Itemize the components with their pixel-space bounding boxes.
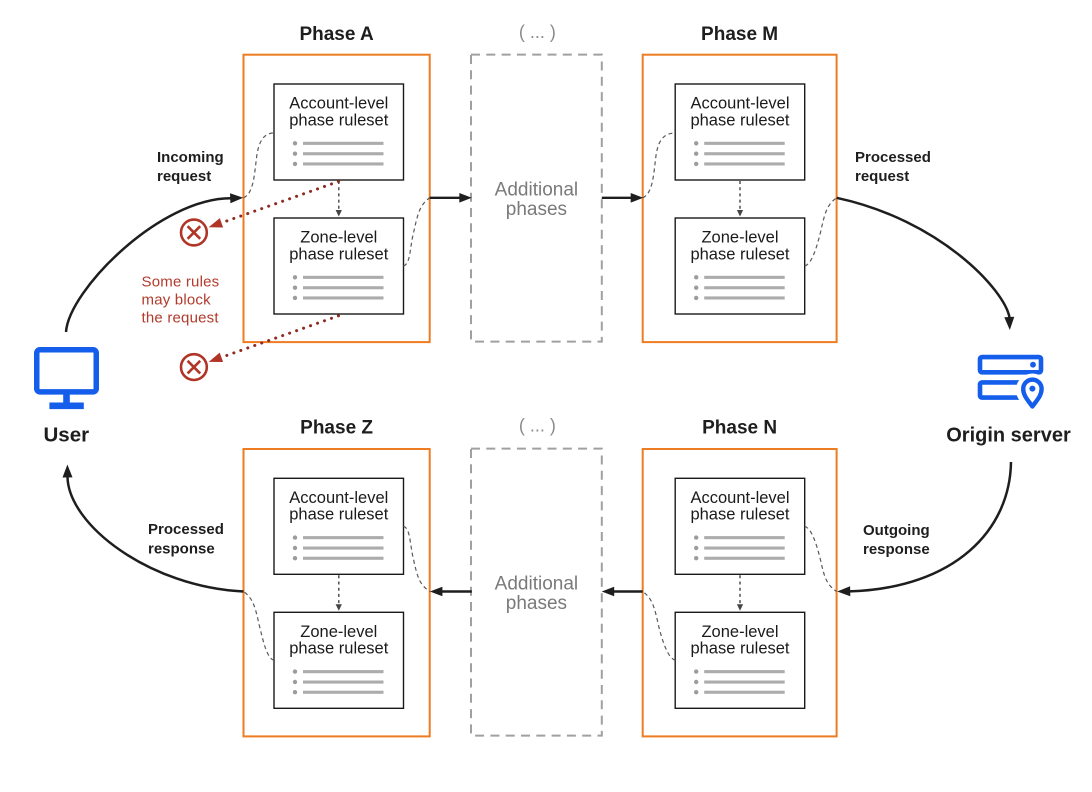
svg-text:( ... ): ( ... ) [519,416,556,436]
svg-text:phase ruleset: phase ruleset [690,245,789,263]
svg-text:Phase Z: Phase Z [300,418,373,439]
svg-text:Processed: Processed [855,149,931,166]
svg-text:( ... ): ( ... ) [519,22,556,42]
svg-text:phase ruleset: phase ruleset [289,245,388,263]
svg-text:the request: the request [142,310,220,327]
svg-text:Zone-level: Zone-level [300,229,377,247]
svg-text:phases: phases [506,593,567,614]
svg-text:request: request [855,168,909,185]
svg-text:phases: phases [506,199,567,220]
svg-text:Account-level: Account-level [690,95,789,113]
svg-text:Zone-level: Zone-level [701,229,778,247]
svg-text:phase ruleset: phase ruleset [690,111,789,129]
svg-text:Phase N: Phase N [702,418,777,439]
svg-text:User: User [44,424,90,447]
svg-text:Phase A: Phase A [299,24,374,45]
svg-text:Additional: Additional [495,574,578,595]
svg-text:phase ruleset: phase ruleset [289,640,388,658]
svg-text:Account-level: Account-level [690,489,789,507]
svg-text:Account-level: Account-level [289,489,388,507]
svg-text:Outgoing: Outgoing [863,522,930,539]
svg-text:Incoming: Incoming [157,149,224,166]
svg-text:Account-level: Account-level [289,95,388,113]
svg-text:Phase M: Phase M [701,24,778,45]
svg-text:response: response [863,541,930,558]
svg-text:Origin server: Origin server [946,425,1071,447]
svg-text:Processed: Processed [148,521,224,538]
svg-text:Zone-level: Zone-level [300,623,377,641]
svg-text:phase ruleset: phase ruleset [690,640,789,658]
svg-text:Zone-level: Zone-level [701,623,778,641]
svg-text:phase ruleset: phase ruleset [690,506,789,524]
svg-text:Some rules: Some rules [142,274,220,291]
svg-text:response: response [148,540,215,557]
svg-text:may block: may block [142,292,212,309]
svg-text:Additional: Additional [495,180,578,201]
svg-text:request: request [157,168,211,185]
svg-text:phase ruleset: phase ruleset [289,506,388,524]
svg-text:phase ruleset: phase ruleset [289,111,388,129]
